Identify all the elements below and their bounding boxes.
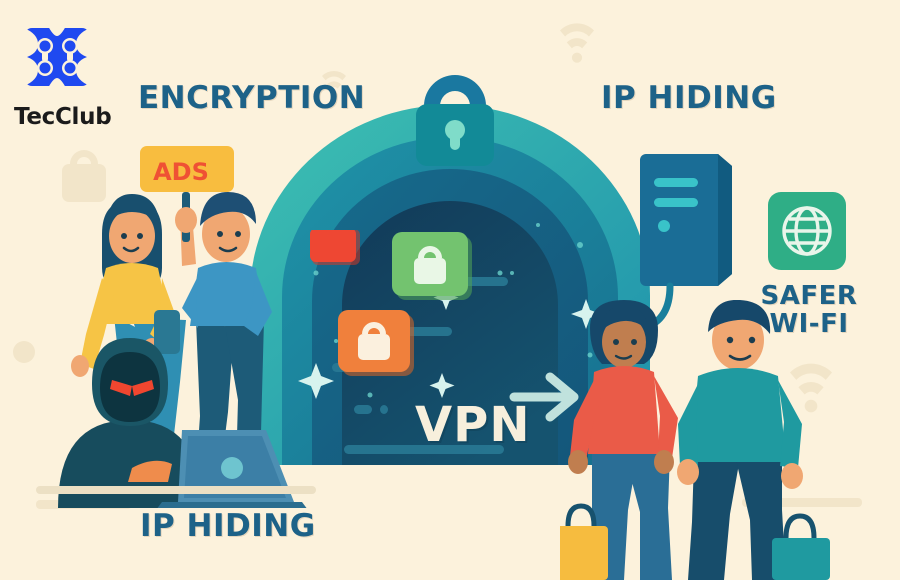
lock-icon	[358, 322, 390, 360]
server-led-bar	[654, 198, 698, 207]
server-power-dot	[658, 220, 670, 232]
smartphone-icon	[154, 310, 180, 354]
lock-watermark-icon	[62, 150, 106, 202]
label-safer-wifi: SAFER WI-FI	[760, 281, 858, 339]
laptop-icon	[157, 430, 307, 508]
wifi-watermark-icon	[790, 363, 832, 413]
hacker-hand	[128, 460, 172, 482]
ads-sign-label: ADS	[153, 158, 209, 186]
label-encryption: ENCRYPTION	[138, 80, 366, 116]
globe-badge-icon[interactable]	[768, 192, 846, 270]
padlock-icon	[416, 75, 494, 166]
locked-card-orange	[338, 310, 414, 376]
keyhole-icon	[445, 120, 465, 150]
label-ip-hiding-bottom: IP HIDING	[140, 508, 316, 544]
brand-name: TecClub	[14, 104, 112, 130]
dot-watermark-icon	[13, 341, 35, 363]
plain-card-red	[310, 230, 360, 265]
brand-logo-icon[interactable]	[14, 14, 100, 100]
shopping-bag-teal	[772, 513, 830, 580]
lock-icon	[414, 246, 446, 284]
server-led-bar	[654, 178, 698, 187]
label-vpn: VPN	[415, 397, 531, 453]
arrow-right-icon	[509, 372, 579, 422]
shopping-bag-yellow	[560, 503, 608, 580]
character-woman-shopper	[560, 300, 678, 580]
label-ip-hiding-top: IP HIDING	[601, 80, 777, 116]
right-scene-group	[560, 300, 830, 580]
character-man-shopper	[677, 300, 830, 580]
ads-sign	[140, 146, 234, 192]
locked-card-green	[392, 232, 472, 300]
wifi-watermark-icon	[322, 70, 346, 99]
data-cards-group	[310, 230, 472, 376]
server-tower-icon	[630, 154, 732, 339]
wifi-watermark-icon	[560, 23, 594, 63]
hacker-eyes-icon	[110, 380, 154, 396]
left-scene-group	[36, 146, 316, 508]
